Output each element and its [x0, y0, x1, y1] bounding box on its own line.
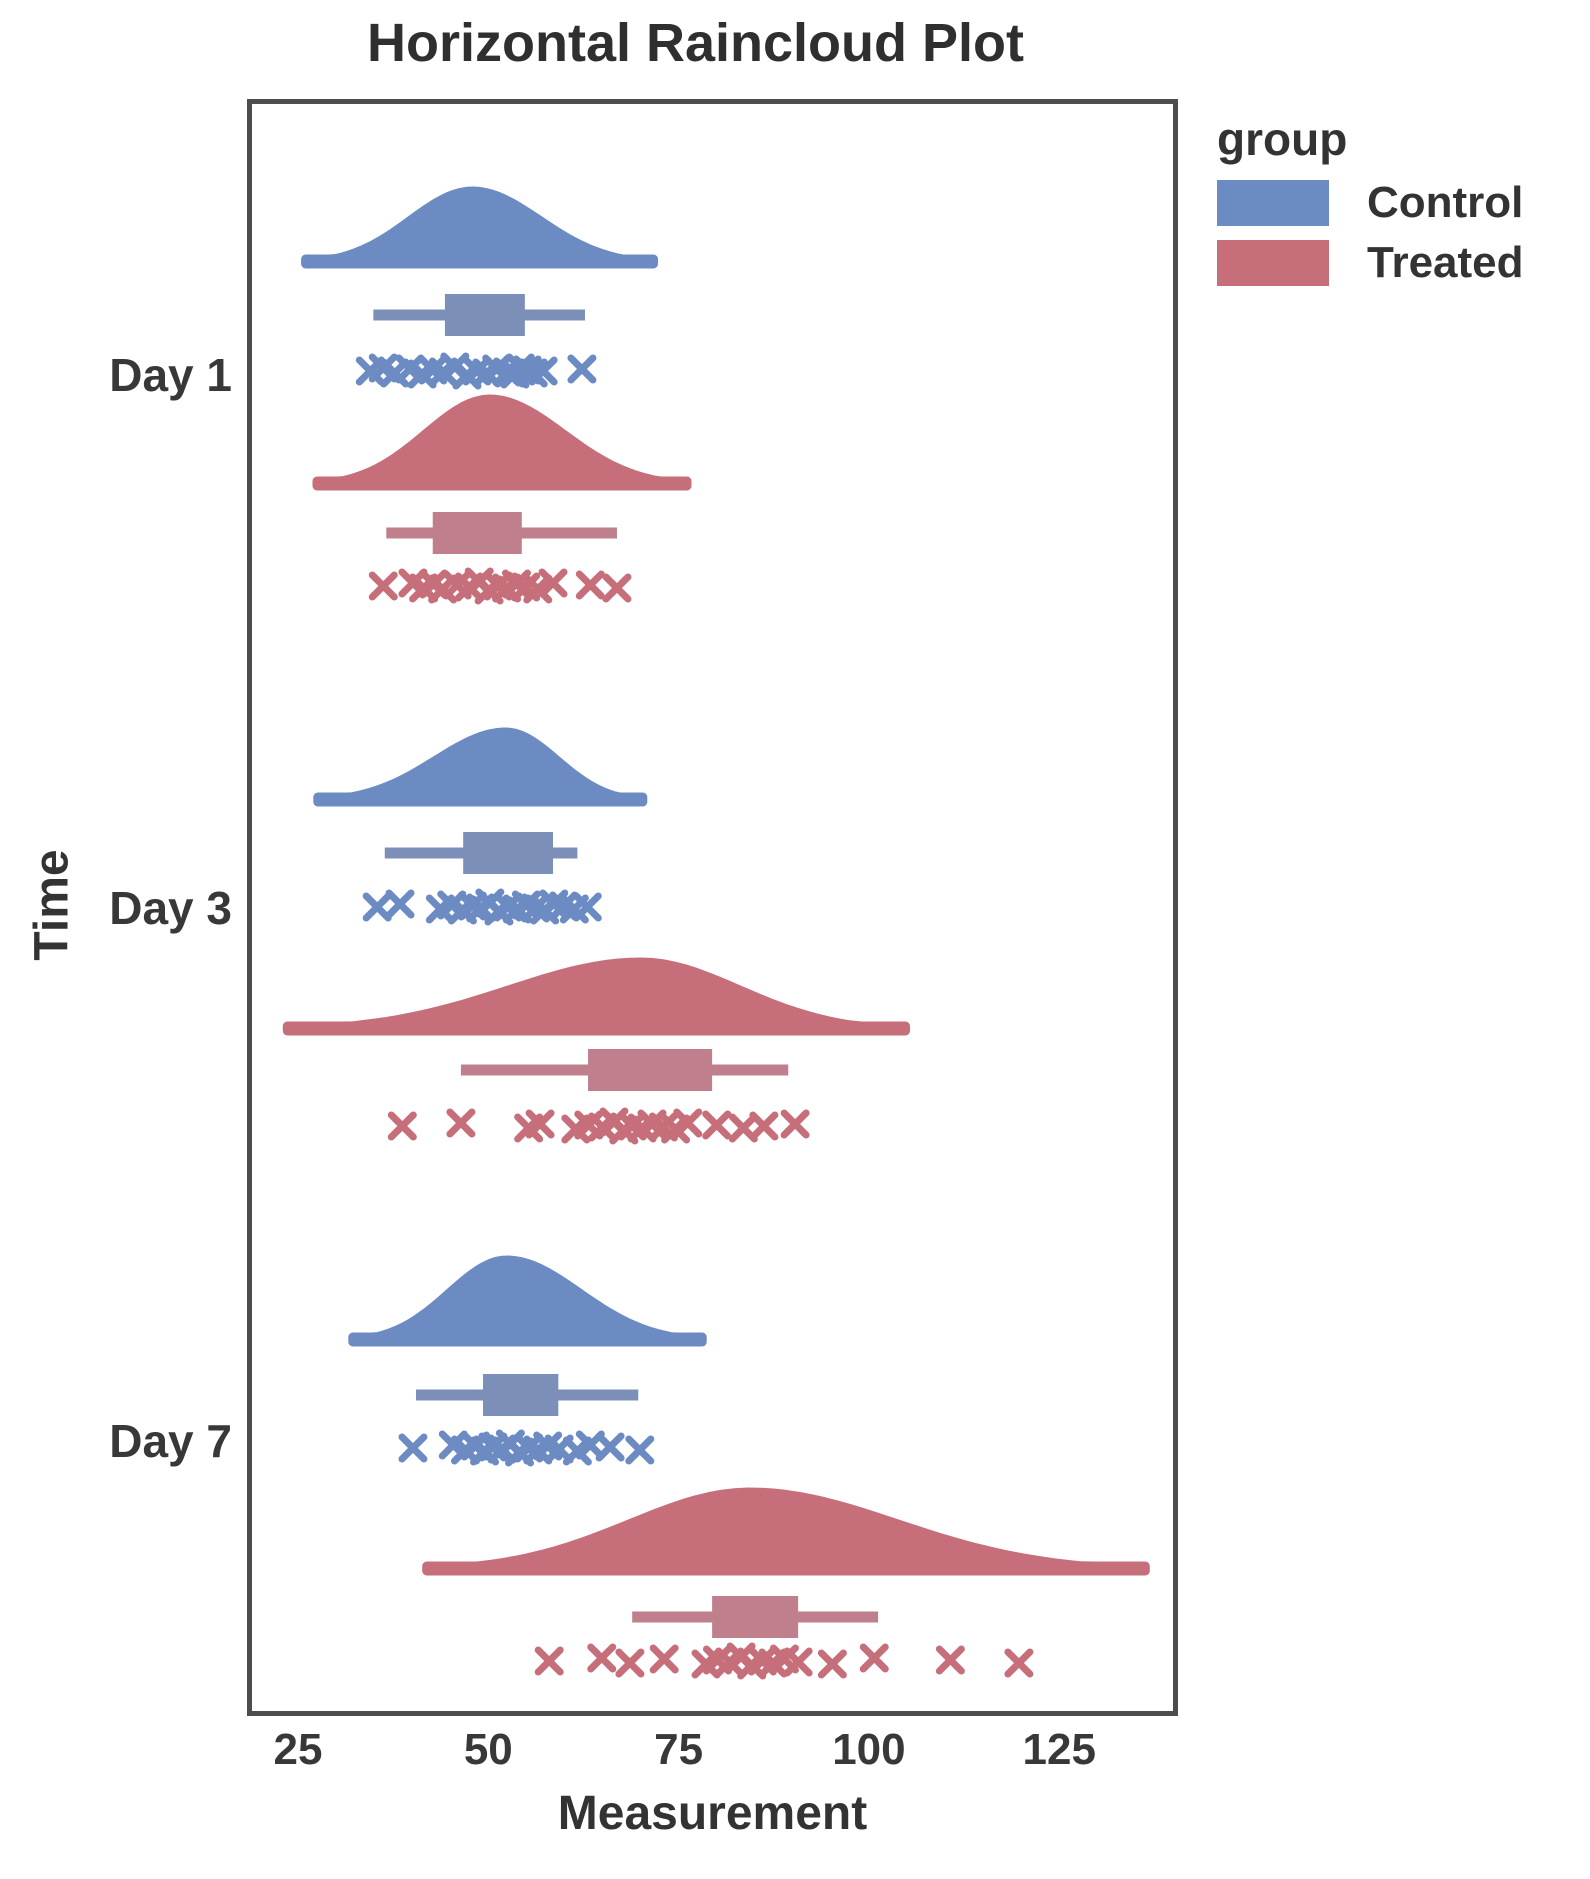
legend-label-treated: Treated: [1367, 238, 1524, 287]
legend-label-control: Control: [1367, 178, 1524, 227]
x-tick-label-75: 75: [654, 1725, 704, 1774]
rain-point-day1-treated: [575, 570, 605, 600]
legend-swatch-control: [1217, 180, 1329, 226]
rain-point-day3-control: [521, 893, 551, 923]
rain-point-day7-treated: [859, 1643, 889, 1673]
rain-point-day7-control: [398, 1433, 428, 1463]
rain-point-day7-treated: [649, 1644, 679, 1674]
rain-point-day3-control: [457, 891, 487, 921]
rain-point-day1-control: [368, 353, 398, 383]
box-day3-control: [463, 832, 554, 874]
rain-point-day7-control: [595, 1432, 625, 1462]
rain-point-day1-treated: [538, 568, 568, 598]
rain-point-day7-treated: [817, 1649, 847, 1679]
rain-point-day1-treated: [483, 571, 513, 601]
rain-point-day7-control: [514, 1433, 544, 1463]
rain-point-day7-treated: [1004, 1648, 1034, 1678]
cloud-day1-control: [301, 186, 658, 269]
y-category-label-day-3: Day 3: [109, 882, 232, 934]
rain-point-day3-treated: [637, 1109, 667, 1139]
rain-point-day7-control: [438, 1430, 468, 1460]
rain-point-day3-treated: [617, 1111, 647, 1141]
rain-point-day3-control: [385, 889, 415, 919]
x-tick-label-25: 25: [273, 1725, 323, 1774]
cloud-day7-treated: [422, 1487, 1150, 1576]
rain-point-day1-control: [418, 355, 448, 385]
box-day7-control: [482, 1374, 559, 1416]
rain-point-day7-control: [533, 1431, 563, 1461]
y-category-label-day-7: Day 7: [109, 1415, 232, 1467]
rain-point-day3-treated: [446, 1108, 476, 1138]
rain-point-day7-control: [625, 1435, 655, 1465]
box-day1-treated: [432, 512, 522, 554]
box-day7-treated: [712, 1596, 799, 1638]
rain-point-day7-treated: [935, 1645, 965, 1675]
box-day3-treated: [588, 1049, 713, 1091]
rain-point-day1-treated: [602, 573, 632, 603]
cloud-day3-treated: [282, 957, 910, 1036]
y-category-label-day-1: Day 1: [109, 349, 232, 401]
rain-point-day1-control: [462, 356, 492, 386]
x-axis-title: Measurement: [557, 1787, 868, 1840]
box-day1-control: [444, 294, 525, 336]
rain-point-day7-control: [478, 1432, 508, 1462]
rain-point-day1-treated: [523, 574, 553, 604]
rain-point-day3-treated: [780, 1109, 810, 1139]
rain-point-day1-control: [395, 354, 425, 384]
rain-point-day3-control: [572, 892, 602, 922]
rain-point-day7-treated: [534, 1646, 564, 1676]
rain-point-day7-treated: [747, 1646, 777, 1676]
rain-point-day1-control: [528, 356, 558, 386]
cloud-day3-control: [313, 727, 648, 807]
x-tick-label-50: 50: [463, 1725, 513, 1774]
legend: group Control Treated: [1217, 112, 1524, 300]
rain-point-day3-control: [493, 892, 523, 922]
rain-point-day7-treated: [587, 1643, 617, 1673]
rain-point-day3-treated: [728, 1113, 758, 1143]
rain-point-day1-control: [567, 354, 597, 384]
rain-point-day3-treated: [525, 1109, 555, 1139]
legend-entry-treated: Treated: [1217, 238, 1524, 287]
cloud-day7-control: [348, 1255, 707, 1347]
rain-point-day3-control: [549, 891, 579, 921]
x-tick-label-100: 100: [832, 1725, 906, 1774]
legend-entry-control: Control: [1217, 178, 1524, 227]
rain-point-day7-treated: [615, 1648, 645, 1678]
rain-point-day1-treated: [368, 571, 398, 601]
rain-point-day3-treated: [749, 1111, 779, 1141]
rain-point-day7-treated: [783, 1647, 813, 1677]
axes-spines: [247, 99, 1178, 1716]
legend-title: group: [1217, 113, 1348, 165]
rain-point-day3-treated: [387, 1111, 417, 1141]
rain-point-day3-control: [362, 892, 392, 922]
x-tick-label-125: 125: [1022, 1725, 1096, 1774]
cloud-day1-treated: [312, 394, 692, 491]
y-axis-title: Time: [25, 849, 79, 961]
legend-swatch-treated: [1217, 240, 1329, 286]
rain-point-day3-treated: [702, 1110, 732, 1140]
rain-point-day3-treated: [673, 1108, 703, 1138]
chart-title: Horizontal Raincloud Plot: [367, 13, 1024, 73]
